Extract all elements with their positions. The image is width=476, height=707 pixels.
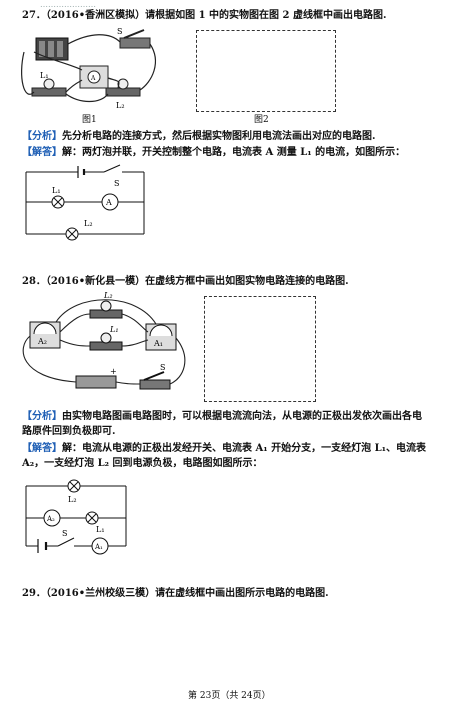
q27-answer-tag: 【解答】: [22, 147, 62, 158]
wire-shape: [121, 313, 149, 333]
photo-label-l1: L₁: [109, 325, 119, 334]
wire-shape: [139, 43, 156, 91]
switch-symbol: [103, 164, 121, 173]
q29-title: 29．（2016•兰州校级三模）请在虚线框中画出图所示电路的电路图.: [22, 588, 329, 599]
lamp-bulb-shape: [100, 332, 112, 344]
photo-label-l2: L₂: [103, 291, 113, 300]
q28-answer-tag: 【解答】: [22, 443, 62, 454]
q28-answer-text-2: A₂，一支经灯泡 L₂ 回到电源负极，电路图如图所示：: [22, 458, 263, 469]
q28-analysis-text-2: 路原件回到负极即可.: [22, 426, 116, 437]
wire-shape: [21, 51, 35, 95]
ammeter-symbol: [101, 193, 119, 211]
switch-lever-shape: [143, 371, 165, 381]
diagram-label-s: S: [114, 179, 119, 188]
lamp-bulb-shape: [100, 300, 112, 312]
ammeter-symbol: [91, 537, 109, 555]
diagram-label-a2: A₂: [46, 515, 55, 523]
wire-shape: [107, 77, 120, 89]
diagram-label-a: A: [105, 198, 112, 207]
q27-answer: 【解答】解：两灯泡并联，开关控制整个电路，电流表 A 测量 L₁ 的电流，如图所…: [22, 146, 405, 160]
wire-shape: [33, 51, 83, 71]
diagram-label-a1: A₁: [94, 543, 103, 551]
q28-analysis-tag: 【分析】: [22, 411, 62, 422]
battery-pack-shape: [75, 375, 117, 389]
diagram-label-l2: L₂: [68, 495, 77, 504]
ammeter-dial-shape: [87, 70, 101, 84]
battery-cell-shape: [39, 41, 45, 57]
wire-shape: [115, 381, 141, 385]
q28-answer-line1: 【解答】解：电流从电源的正极出发经开关、电流表 A₁ 开始分支，一支经灯泡 L₁…: [22, 442, 426, 456]
ammeter-symbol: [43, 509, 61, 527]
ammeter-dial-shape: [149, 324, 173, 337]
q27-analysis: 【分析】先分析电路的连接方式，然后根据实物图利用电流法画出对应的电路图.: [22, 130, 375, 144]
diagram-label-l1: L₁: [96, 525, 105, 534]
q27-analysis-text: 先分析电路的连接方式，然后根据实物图利用电流法画出对应的电路图.: [62, 131, 376, 142]
wire-shape: [55, 299, 157, 325]
q28-analysis-text-1: 由实物电路图画电路图时，可以根据电流流向法，从电源的正极出发依次画出各电: [62, 411, 422, 422]
photo-label-s: S: [160, 363, 165, 372]
photo-label-a: A: [90, 75, 96, 82]
q28-photo-figure: L₂ L₁ A₂ A₁ S +: [22, 291, 186, 390]
q27-circuit-diagram: A S L₁ L₂: [25, 164, 145, 241]
wire-shape: [67, 34, 121, 45]
q28-title: 28．（2016•新化县一模）在虚线方框中画出如图实物电路连接的电路图.: [22, 276, 349, 287]
ammeter-dial-shape: [33, 322, 57, 335]
photo-label-a2: A₂: [37, 337, 47, 346]
switch-symbol: [57, 537, 75, 547]
q27-fig2-caption: 图2: [254, 115, 269, 125]
switch-shape: [119, 37, 151, 49]
q27-answer-dashed-box: [196, 30, 336, 112]
battery-cell-shape: [57, 41, 63, 57]
photo-label-s: S: [117, 27, 122, 36]
wire-shape: [121, 339, 149, 347]
wire-shape: [169, 337, 186, 385]
q28-answer-text-1: 解：电流从电源的正极出发经开关、电流表 A₁ 开始分支，一支经灯泡 L₁、电流表: [62, 443, 426, 454]
wire-shape: [65, 79, 83, 93]
q27-photo-figure: S L₁ L₂ A: [21, 27, 156, 110]
q27-fig1-caption: 图1: [82, 115, 97, 125]
diagram-label-s: S: [62, 529, 67, 538]
photo-label-l2: L₂: [116, 101, 125, 110]
lamp-bulb-shape: [117, 78, 129, 90]
switch-lever-shape: [123, 29, 145, 39]
q28-circuit-diagram: A₂ A₁ L₂ L₁ S: [25, 479, 127, 555]
photo-label-l1: L₁: [40, 71, 49, 80]
lamp-bulb-shape: [43, 78, 55, 90]
q27-analysis-tag: 【分析】: [22, 131, 62, 142]
q27-title: 27．（2016•香洲区模拟）请根据如图 1 中的实物图在图 2 虚线框中画出电…: [22, 10, 387, 21]
q28-analysis-line1: 【分析】由实物电路图画电路图时，可以根据电流流向法，从电源的正极出发依次画出各电: [22, 410, 422, 424]
photo-label-a1: A₁: [153, 339, 163, 348]
q28-answer-dashed-box: [204, 296, 316, 402]
diagram-label-l1: L₁: [52, 186, 61, 195]
switch-shape: [139, 379, 171, 390]
photo-label-plus: +: [110, 367, 117, 376]
wire-shape: [59, 339, 91, 347]
diagram-label-l2: L₂: [84, 219, 93, 228]
q27-answer-text: 解：两灯泡并联，开关控制整个电路，电流表 A 测量 L₁ 的电流，如图所示：: [62, 147, 406, 158]
battery-cell-shape: [48, 41, 54, 57]
wire-shape: [22, 335, 77, 383]
page-number-footer: 第 23页（共 24页）: [188, 691, 271, 701]
wire-shape: [65, 93, 109, 103]
wire-shape: [59, 313, 91, 333]
header-fragment: …………………: [40, 0, 96, 9]
